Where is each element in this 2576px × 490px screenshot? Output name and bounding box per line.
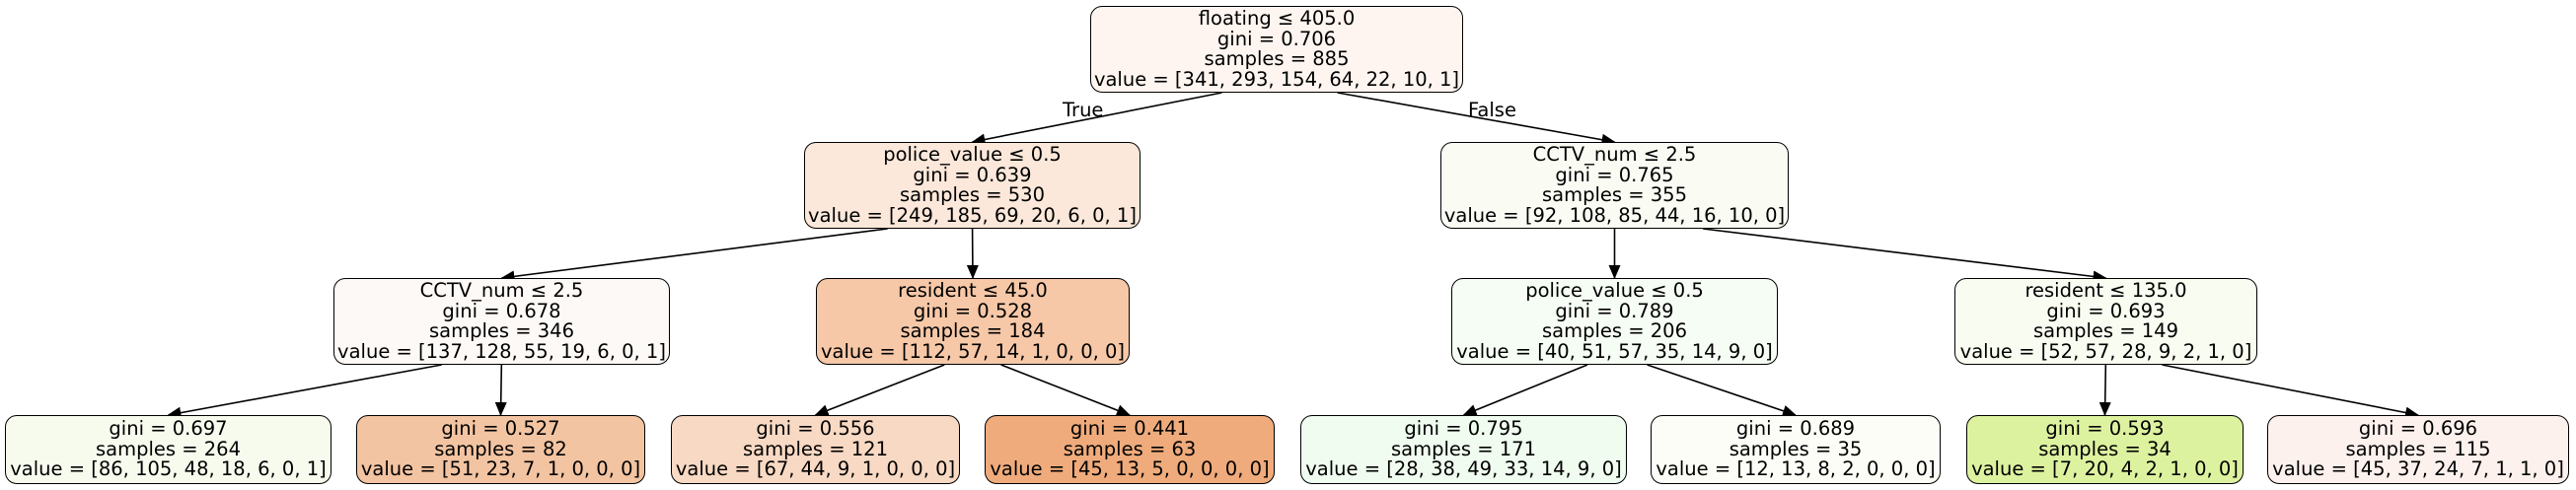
node-line: samples = 149 — [2032, 319, 2178, 342]
edge-n12-n13 — [2098, 364, 2111, 416]
node-line: value = [7, 20, 4, 2, 1, 0, 0] — [1971, 457, 2239, 481]
node-line: value = [52, 57, 28, 9, 2, 1, 0] — [1959, 339, 2252, 363]
edge-n12-n14 — [2162, 364, 2419, 419]
node-line: samples = 82 — [434, 437, 567, 460]
node-line: samples = 346 — [428, 319, 574, 342]
node-line: gini = 0.789 — [1555, 299, 1674, 322]
edge-label-true: True — [1063, 99, 1104, 121]
node-line: gini = 0.528 — [913, 299, 1033, 322]
node-line: gini = 0.593 — [2045, 417, 2165, 441]
node-line: samples = 171 — [1390, 437, 1536, 460]
edge-n9-n10 — [1462, 364, 1588, 416]
node-line: value = [51, 23, 7, 1, 0, 0, 0] — [360, 457, 641, 481]
node-line: value = [92, 108, 85, 44, 16, 10, 0] — [1443, 203, 1786, 227]
node-line: gini = 0.795 — [1404, 417, 1523, 441]
edge-n2-n3 — [167, 364, 442, 419]
node-line: samples = 206 — [1541, 319, 1687, 342]
edge-n5-n7 — [1000, 364, 1131, 416]
node-line: samples = 184 — [900, 319, 1046, 342]
node-line: gini = 0.556 — [756, 417, 875, 441]
node-line: samples = 121 — [742, 437, 888, 460]
node-line: gini = 0.765 — [1555, 163, 1674, 186]
node-line: samples = 885 — [1204, 47, 1350, 70]
node-line: police_value ≤ 0.5 — [883, 143, 1062, 166]
node-line: CCTV_num ≤ 2.5 — [419, 279, 584, 302]
edge-n5-n6 — [814, 364, 945, 416]
node-line: value = [12, 13, 8, 2, 0, 0, 0] — [1656, 457, 1936, 481]
edge-n0-n1 — [971, 92, 1222, 146]
edge-n8-n12 — [1703, 228, 2107, 283]
node-line: samples = 264 — [95, 437, 241, 460]
node-line: resident ≤ 135.0 — [2024, 279, 2187, 302]
node-line: samples = 115 — [2345, 437, 2491, 460]
edge-label-false: False — [1468, 99, 1516, 121]
node-line: value = [341, 293, 154, 64, 22, 10, 1] — [1093, 67, 1460, 91]
node-line: gini = 0.678 — [442, 299, 561, 322]
edge-n9-n11 — [1647, 364, 1797, 417]
node-line: gini = 0.689 — [1735, 417, 1856, 441]
node-line: resident ≤ 45.0 — [898, 279, 1048, 302]
node-line: samples = 530 — [899, 183, 1045, 206]
edge-n0-n8 — [1337, 92, 1616, 146]
node-line: gini = 0.639 — [913, 163, 1032, 186]
node-line: gini = 0.527 — [441, 417, 560, 441]
node-line: value = [86, 105, 48, 18, 6, 0, 1] — [10, 457, 327, 481]
node-line: value = [112, 57, 14, 1, 0, 0, 0] — [820, 339, 1126, 363]
node-line: gini = 0.696 — [2358, 417, 2478, 441]
node-line: gini = 0.441 — [1069, 417, 1190, 441]
node-line: gini = 0.697 — [109, 417, 228, 441]
node-line: CCTV_num ≤ 2.5 — [1532, 143, 1697, 166]
edge-n2-n4 — [494, 364, 507, 416]
node-line: gini = 0.706 — [1216, 27, 1337, 50]
node-line: value = [28, 38, 49, 33, 14, 9, 0] — [1305, 457, 1622, 481]
node-line: samples = 34 — [2038, 437, 2171, 460]
node-line: samples = 63 — [1063, 437, 1197, 460]
node-line: value = [40, 51, 57, 35, 14, 9, 0] — [1456, 339, 1773, 363]
node-line: police_value ≤ 0.5 — [1525, 279, 1704, 302]
edge-n1-n2 — [500, 228, 888, 283]
node-line: value = [45, 37, 24, 7, 1, 1, 0] — [2272, 457, 2564, 481]
node-line: value = [249, 185, 69, 20, 6, 0, 1] — [808, 203, 1137, 227]
node-line: value = [45, 13, 5, 0, 0, 0, 0] — [990, 457, 1270, 481]
node-line: floating ≤ 405.0 — [1198, 7, 1356, 30]
node-line: value = [137, 128, 55, 19, 6, 0, 1] — [337, 339, 666, 363]
node-line: samples = 355 — [1541, 183, 1687, 206]
node-line: value = [67, 44, 9, 1, 0, 0, 0] — [675, 457, 956, 481]
node-line: samples = 35 — [1729, 437, 1863, 460]
node-line: gini = 0.693 — [2046, 299, 2166, 322]
